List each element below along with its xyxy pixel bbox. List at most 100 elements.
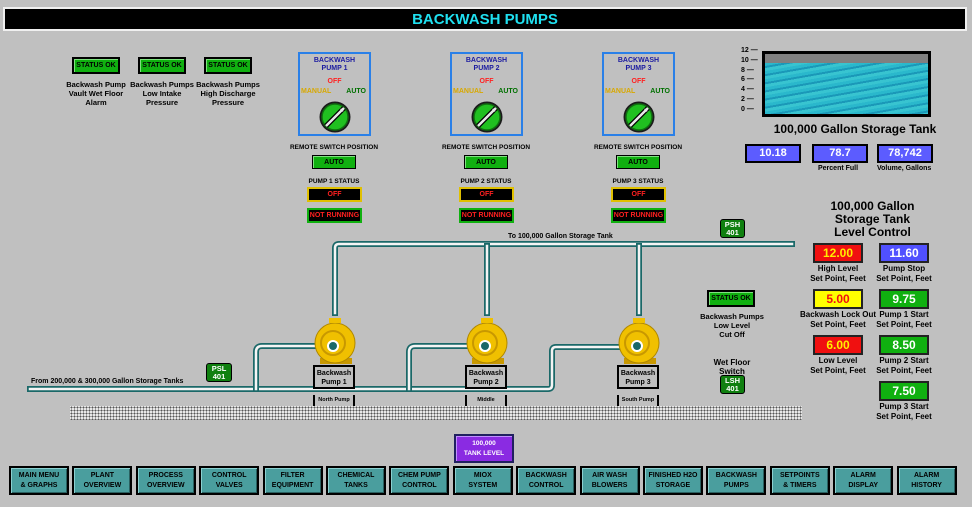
setpoint-caption: Pump 3 Start Set Point, Feet — [876, 402, 932, 421]
pump-1-status: OFF — [307, 187, 362, 202]
pump-1-remote-label: REMOTE SWITCH POSITION — [289, 144, 379, 151]
nav-button[interactable]: BACKWASH PUMPS — [706, 466, 767, 495]
nav-button[interactable]: ALARM DISPLAY — [833, 466, 894, 495]
tank-scale-tick: 6 — — [741, 76, 754, 84]
tank-scale-tick: 2 — — [741, 96, 754, 103]
pump-1-location: North Pump — [313, 395, 355, 406]
from-tanks-label: From 200,000 & 300,000 Gallon Storage Ta… — [31, 378, 184, 385]
to-tank-label: To 100,000 Gallon Storage Tank — [508, 233, 613, 240]
pump-1-running-status: NOT RUNNING — [307, 208, 362, 223]
pump-2-label: Backwash Pump 2 — [465, 365, 507, 389]
setpoint-value[interactable]: 12.00 — [813, 243, 863, 263]
vault-wet-floor-status: STATUS OK — [72, 57, 120, 74]
pump-2-auto-label: AUTO — [498, 88, 518, 95]
nav-button[interactable]: SETPOINTS & TIMERS — [769, 466, 830, 495]
nav-button[interactable]: CHEMICAL TANKS — [326, 466, 386, 495]
setpoint-value[interactable]: 7.50 — [879, 381, 929, 401]
pump-2-switch-panel: BACKWASH PUMP 2 OFF MANUAL AUTO — [450, 52, 523, 136]
psl-401-tag[interactable]: PSL 401 — [206, 363, 232, 382]
tank-scale-tick: 0 — — [741, 105, 754, 113]
pump-3-manual-label: MANUAL — [605, 88, 636, 95]
nav-button[interactable]: AIR WASH BLOWERS — [579, 466, 640, 495]
nav-button[interactable]: CONTROL VALVES — [199, 466, 260, 495]
setpoint-caption: Low Level Set Point, Feet — [810, 356, 866, 375]
pump-1-panel-title: BACKWASH PUMP 1 — [313, 57, 356, 72]
setpoint-value[interactable]: 11.60 — [879, 243, 929, 263]
pump-2-running-status: NOT RUNNING — [459, 208, 514, 223]
setpoint-caption: High Level Set Point, Feet — [810, 264, 866, 283]
pump-3-icon — [618, 318, 660, 364]
setpoint-caption: Pump 2 Start Set Point, Feet — [876, 356, 932, 375]
wet-floor-switch-caption: Wet Floor Switch — [713, 358, 751, 376]
pump-2-remote-label: REMOTE SWITCH POSITION — [441, 144, 531, 151]
pump-3-switch-panel: BACKWASH PUMP 3 OFF MANUAL AUTO — [602, 52, 675, 136]
tank-scale-tick: 8 — — [741, 66, 754, 74]
setpoint-value[interactable]: 6.00 — [813, 335, 863, 355]
tank-level-value: 10.18 — [745, 144, 801, 163]
percent-full-label: Percent Full — [818, 165, 859, 172]
pump-2-status: OFF — [459, 187, 514, 202]
tank-level-button[interactable]: 100,000 TANK LEVEL — [454, 434, 514, 463]
pump-1-remote-position: AUTO — [312, 155, 356, 169]
selector-switch-icon[interactable] — [470, 100, 504, 134]
high-discharge-pressure-caption: Backwash Pumps High Discharge Pressure — [196, 80, 260, 107]
selector-switch-icon[interactable] — [318, 100, 352, 134]
pump-1-status-label: PUMP 1 STATUS — [308, 178, 360, 185]
pump-3-panel-title: BACKWASH PUMP 3 — [617, 57, 660, 72]
level-control-title: 100,000 Gallon Storage Tank Level Contro… — [830, 199, 915, 239]
pump-3-label: Backwash Pump 3 — [617, 365, 659, 389]
pump-1-switch-panel: BACKWASH PUMP 1 OFF MANUAL AUTO — [298, 52, 371, 136]
nav-button[interactable]: PLANT OVERVIEW — [72, 466, 133, 495]
pump-1-icon — [314, 318, 356, 364]
pump-1-label: Backwash Pump 1 — [313, 365, 355, 389]
pump-3-status: OFF — [611, 187, 666, 202]
pump-1-manual-label: MANUAL — [301, 88, 332, 95]
nav-button[interactable]: PROCESS OVERVIEW — [135, 466, 196, 495]
setpoint-caption: Backwash Lock Out Set Point, Feet — [799, 310, 877, 329]
low-level-cutoff-status: STATUS OK — [707, 290, 755, 307]
tank-graphic — [762, 51, 931, 117]
nav-button[interactable]: FILTER EQUIPMENT — [262, 466, 323, 495]
pump-3-auto-label: AUTO — [650, 88, 670, 95]
nav-button[interactable]: BACKWASH CONTROL — [516, 466, 577, 495]
nav-button[interactable]: CHEM PUMP CONTROL — [389, 466, 450, 495]
setpoint-value[interactable]: 8.50 — [879, 335, 929, 355]
pump-3-running-status: NOT RUNNING — [611, 208, 666, 223]
tank-scale: 12 —10 —8 —6 —4 —2 —0 — — [741, 47, 761, 120]
pump-3-status-label: PUMP 3 STATUS — [612, 178, 664, 185]
pump-2-remote-position: AUTO — [464, 155, 508, 169]
tank-title: 100,000 Gallon Storage Tank — [773, 122, 937, 136]
pump-2-icon — [466, 318, 508, 364]
discharge-header-pipe — [332, 241, 795, 316]
pump-2-panel-title: BACKWASH PUMP 2 — [465, 57, 508, 72]
vault-wet-floor-caption: Backwash Pump Vault Wet Floor Alarm — [66, 80, 126, 107]
setpoint-value[interactable]: 5.00 — [813, 289, 863, 309]
page-title: BACKWASH PUMPS — [3, 7, 967, 31]
nav-button[interactable]: ALARM HISTORY — [896, 466, 957, 495]
pump-3-remote-position: AUTO — [616, 155, 660, 169]
pump-2-off-label: OFF — [479, 78, 494, 85]
nav-button[interactable]: MAIN MENU & GRAPHS — [9, 466, 69, 495]
low-intake-pressure-status: STATUS OK — [138, 57, 186, 74]
tank-scale-tick: 12 — — [741, 47, 758, 54]
high-discharge-pressure-status: STATUS OK — [204, 57, 252, 74]
percent-full-value: 78.7 — [812, 144, 868, 163]
pump-2-location: Middle — [465, 395, 507, 406]
selector-switch-icon[interactable] — [622, 100, 656, 134]
setpoint-caption: Pump Stop Set Point, Feet — [876, 264, 932, 283]
tank-scale-tick: 4 — — [741, 86, 754, 94]
setpoint-value[interactable]: 9.75 — [879, 289, 929, 309]
pump-2-manual-label: MANUAL — [453, 88, 484, 95]
volume-value: 78,742 — [877, 144, 933, 163]
nav-button[interactable]: MIOX SYSTEM — [452, 466, 513, 495]
setpoint-caption: Pump 1 Start Set Point, Feet — [876, 310, 932, 329]
pump-3-location: South Pump — [617, 395, 659, 406]
lsh-401-tag[interactable]: LSH 401 — [720, 375, 745, 394]
psh-401-tag[interactable]: PSH 401 — [720, 219, 745, 238]
vault-floor — [70, 406, 802, 420]
suction-header-pipe — [27, 343, 637, 392]
pump-3-remote-label: REMOTE SWITCH POSITION — [593, 144, 683, 151]
pump-1-auto-label: AUTO — [346, 88, 366, 95]
nav-button[interactable]: FINISHED H2O STORAGE — [643, 466, 703, 495]
